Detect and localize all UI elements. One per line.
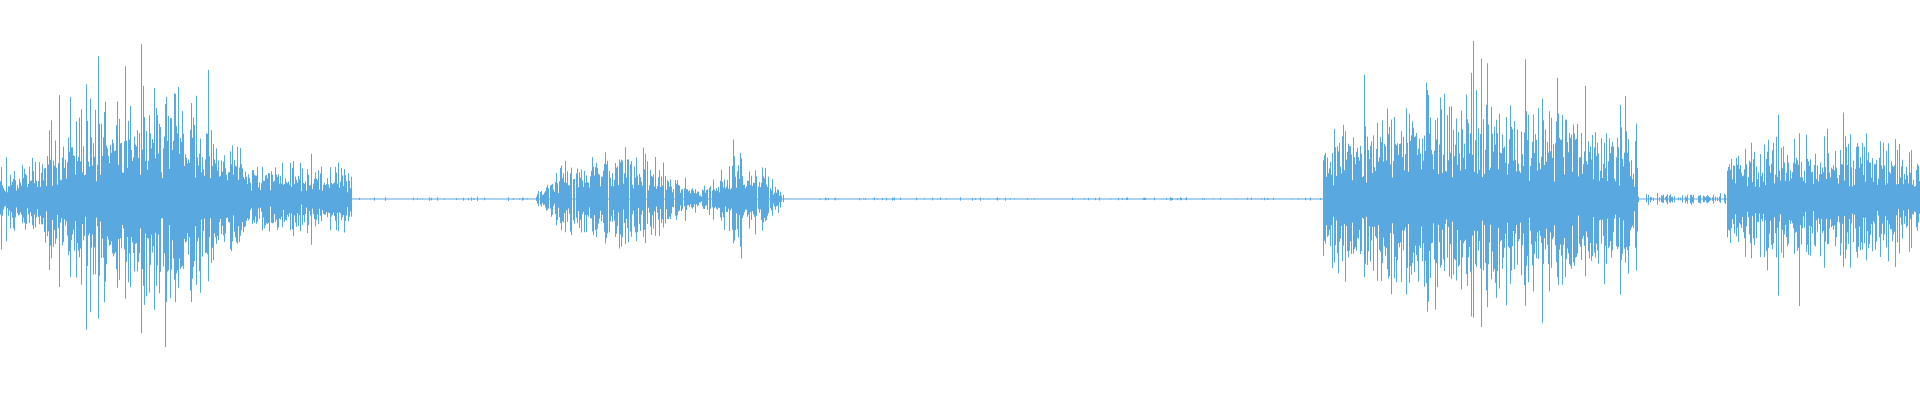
waveform-path xyxy=(0,40,1920,347)
waveform-samples xyxy=(0,40,1920,347)
